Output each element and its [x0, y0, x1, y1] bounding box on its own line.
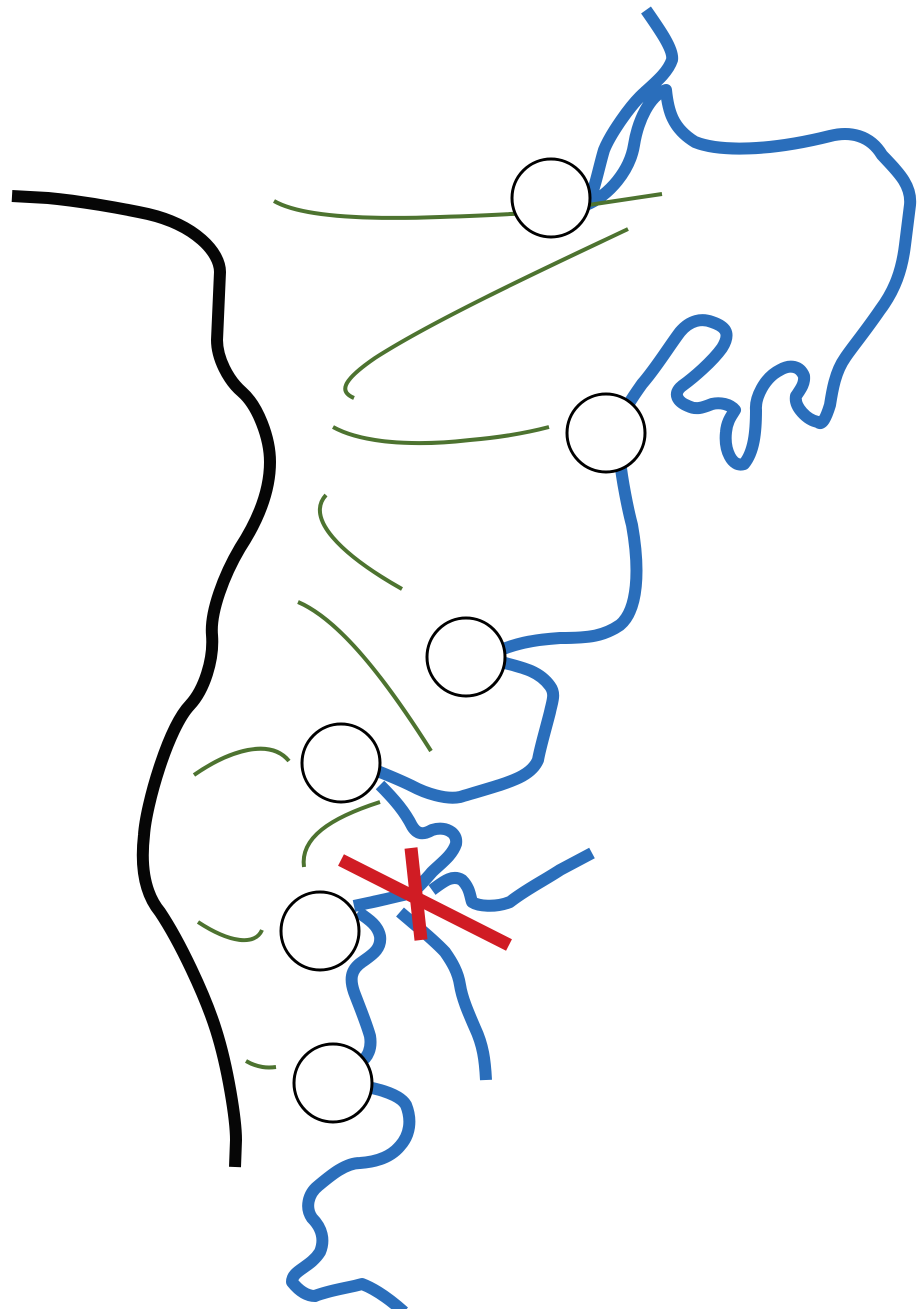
blue-path-middle [375, 460, 636, 798]
green-arc-4 [320, 495, 402, 589]
node-3 [427, 618, 505, 696]
green-arc-7 [304, 802, 380, 867]
boundary-line [12, 196, 270, 1167]
green-arc-6 [194, 749, 289, 775]
cross-mark [341, 848, 509, 945]
node-6 [294, 1044, 372, 1122]
green-arc-2 [345, 229, 628, 398]
green-arc-8 [198, 922, 262, 940]
node-2 [567, 394, 645, 472]
green-arc-5 [298, 602, 431, 751]
blue-path-upper [586, 10, 910, 465]
node-1 [512, 159, 590, 237]
green-arc-9 [246, 1061, 276, 1067]
node-4 [302, 724, 380, 802]
node-5 [281, 892, 359, 970]
green-arc-3 [333, 427, 549, 443]
